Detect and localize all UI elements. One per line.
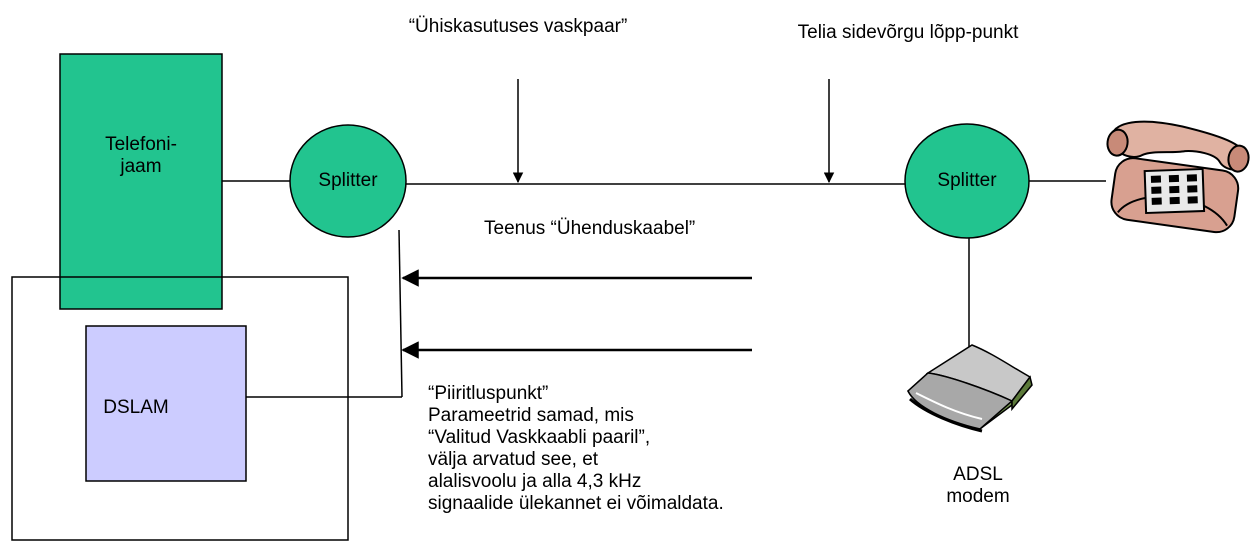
adsl-modem-icon — [907, 344, 1033, 433]
splitter-dslam-vertical-line — [398, 229, 403, 398]
demarcation-point-text: “Piiritluspunkt” Parameetrid samad, mis … — [428, 383, 724, 515]
dslam-box — [85, 325, 247, 482]
telephone-icon — [1106, 120, 1250, 234]
telephone-exchange-label-line2: jaam — [120, 156, 162, 177]
demarcation-text-line: “Valitud Vaskkaabli paaril”, — [428, 427, 651, 448]
operator-equipment-frame — [11, 276, 349, 541]
demarcation-text-line: välja arvatud see, et — [428, 449, 599, 470]
telephone-exchange-box — [59, 53, 223, 310]
adsl-modem-label-line1: ADSL — [953, 464, 1003, 485]
telephone-exchange-label-line1: Telefoni- — [105, 134, 177, 155]
adsl-modem-label: ADSL modem — [946, 464, 1009, 508]
telephone-exchange-label: Telefoni- jaam — [105, 134, 177, 178]
dslam-label: DSLAM — [103, 397, 169, 418]
service-label: Teenus “Ühenduskaabel” — [484, 218, 696, 239]
demarcation-text-line: alalisvoolu ja alla 4,3 kHz — [428, 471, 642, 492]
network-endpoint-label: Telia sidevõrgu lõpp-punkt — [797, 22, 1019, 43]
demarcation-text-line: signaalide ülekannet ei võimaldata. — [428, 493, 724, 514]
demarcation-text-line: Parameetrid samad, mis — [428, 405, 634, 426]
adsl-modem-label-line2: modem — [946, 486, 1010, 507]
shared-copper-pair-label: “Ühiskasutuses vaskpaar” — [408, 16, 628, 37]
splitter-left-label: Splitter — [318, 170, 378, 191]
splitter-right-label: Splitter — [937, 170, 997, 191]
splitter-left-ellipse — [289, 124, 407, 238]
demarcation-text-line: “Piiritluspunkt” — [428, 383, 549, 404]
